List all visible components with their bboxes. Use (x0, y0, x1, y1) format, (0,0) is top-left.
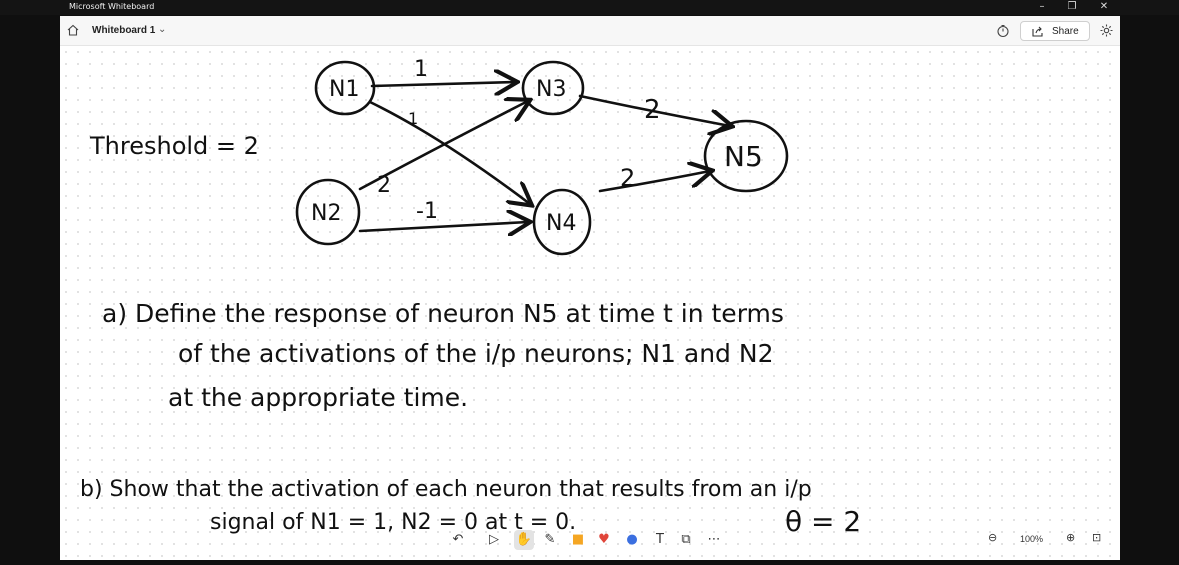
node-n5-label: N5 (724, 140, 763, 173)
zoom-in-icon[interactable]: ⊕ (1066, 531, 1076, 544)
share-icon (1032, 26, 1043, 37)
edge-n3-n5 (578, 94, 730, 126)
more-icon[interactable]: ⋯ (707, 532, 721, 547)
edge-n1-n4 (368, 100, 530, 204)
pan-hand-icon[interactable]: ✋ (514, 530, 534, 550)
edge-n2-n4 (358, 222, 528, 231)
threshold-text: Threshold = 2 (89, 132, 259, 160)
question-a-line1: a) Define the response of neuron N5 at t… (102, 299, 784, 328)
whiteboard-canvas[interactable]: N1 N2 N3 N4 N5 1 1 2 -1 2 2 Threshold = … (60, 46, 1120, 560)
weight-n3-n5: 2 (644, 95, 661, 125)
select-icon[interactable]: ▷ (489, 532, 499, 547)
node-n2-circle (295, 178, 361, 246)
home-icon[interactable] (66, 23, 80, 37)
weight-n4-n5: 2 (620, 164, 635, 192)
question-a-line2: of the activations of the i/p neurons; N… (178, 339, 773, 368)
weight-n2-n4: -1 (416, 199, 438, 224)
share-button[interactable]: Share (1020, 21, 1090, 41)
edge-n1-n3 (370, 82, 515, 86)
zoom-out-icon[interactable]: ⊖ (988, 531, 998, 544)
shapes-icon[interactable]: ● (626, 532, 638, 547)
board-title[interactable]: Whiteboard 1 (92, 25, 156, 36)
question-b-line1: b) Show that the activation of each neur… (80, 477, 812, 502)
question-a-line3: at the appropriate time. (168, 383, 468, 412)
node-n5-circle (703, 119, 789, 193)
share-label: Share (1052, 26, 1079, 37)
window-titlebar: Microsoft Whiteboard – ❐ ✕ (0, 0, 1179, 15)
undo-icon[interactable]: ↶ (452, 532, 464, 547)
zoom-level: 100% (1020, 534, 1044, 544)
theta-text: θ = 2 (785, 505, 861, 538)
gear-icon[interactable] (1099, 23, 1114, 38)
node-n3-circle (521, 60, 585, 116)
fit-to-screen-icon[interactable]: ⊡ (1092, 531, 1102, 544)
zoom-controls: ⊖ 100% ⊕ ⊡ (982, 529, 1112, 551)
node-n4-circle (532, 188, 592, 256)
restore-button[interactable]: ❐ (1067, 1, 1077, 12)
bottom-toolbar: ↶ ▷ ✋ ✎ ■ ♥ ● T ⧉ ⋯ (448, 526, 738, 554)
edge-n2-n3 (358, 101, 528, 191)
chevron-down-icon[interactable]: ⌄ (158, 24, 167, 35)
ink-layer: N1 N2 N3 N4 N5 1 1 2 -1 2 2 Threshold = … (80, 57, 861, 538)
pen-icon[interactable]: ✎ (544, 532, 556, 547)
node-n1-label: N1 (329, 77, 359, 102)
node-n3-label: N3 (536, 77, 566, 102)
sticky-note-icon[interactable]: ■ (571, 532, 585, 547)
bottom-strip (0, 560, 1179, 565)
templates-icon[interactable]: ⧉ (681, 532, 691, 547)
weight-n1-n4: 1 (408, 109, 418, 128)
close-button[interactable]: ✕ (1099, 1, 1109, 12)
text-icon[interactable]: T (656, 532, 664, 547)
window-title: Microsoft Whiteboard (69, 2, 155, 11)
edge-n4-n5 (598, 171, 710, 193)
weight-n1-n3: 1 (414, 57, 428, 82)
weight-n2-n3: 2 (377, 173, 391, 198)
minimize-button[interactable]: – (1039, 1, 1045, 12)
reactions-heart-icon[interactable]: ♥ (598, 532, 610, 547)
node-n4-label: N4 (546, 211, 576, 236)
timer-icon[interactable] (996, 24, 1010, 38)
top-toolbar: Whiteboard 1 ⌄ Share (60, 16, 1120, 46)
node-n2-label: N2 (311, 201, 341, 226)
whiteboard-frame: Whiteboard 1 ⌄ Share (60, 16, 1120, 560)
node-n1-circle (314, 60, 376, 116)
